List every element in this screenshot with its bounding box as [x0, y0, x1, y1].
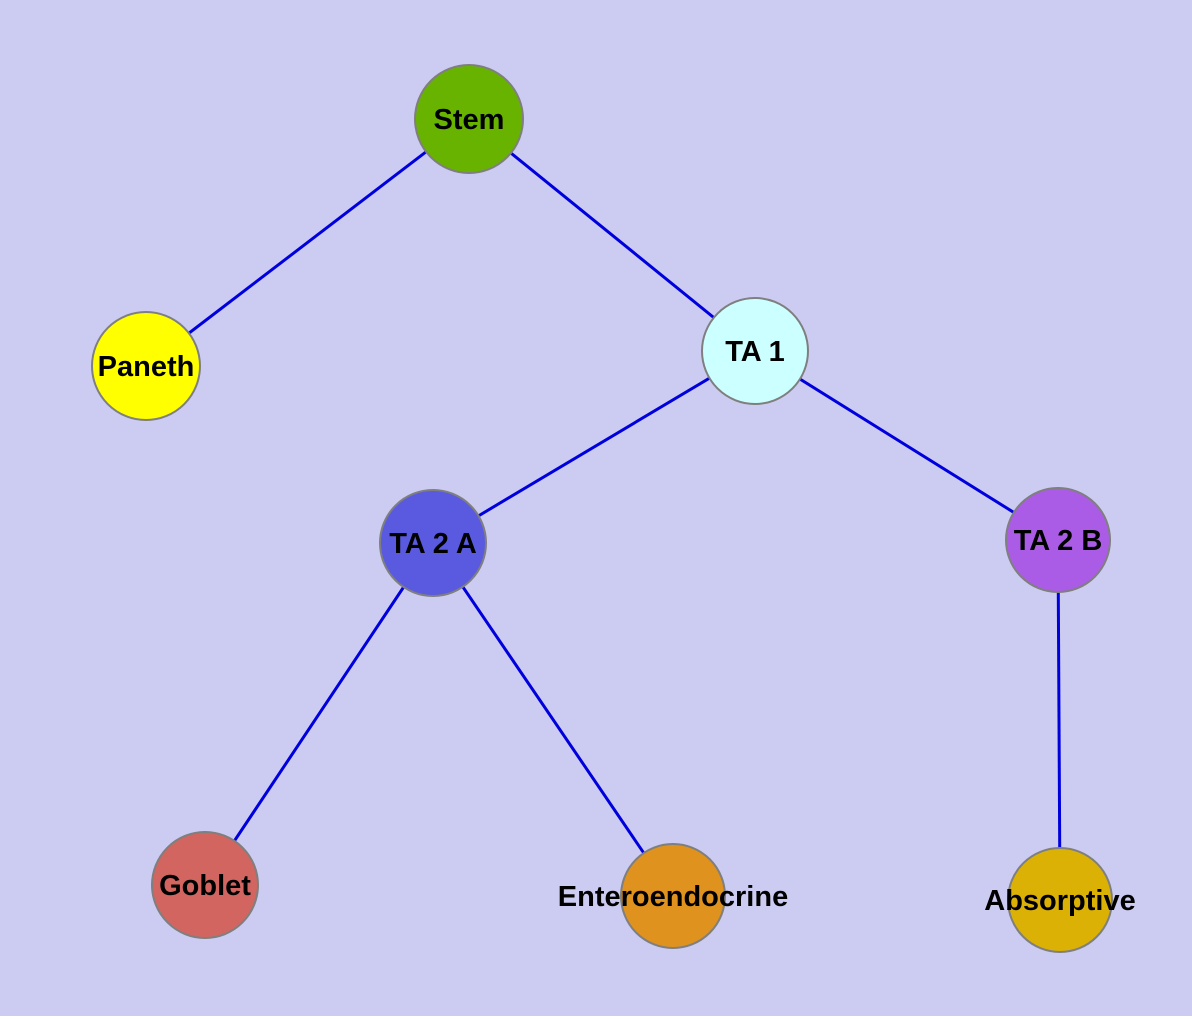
edge-ta-2-a-to-goblet [203, 542, 435, 886]
node-circle-paneth [91, 311, 201, 421]
node-ta-1: TA 1 [701, 297, 809, 405]
edge-ta-1-to-ta-2-b [754, 349, 1059, 542]
node-circle-ta-2-a [379, 489, 487, 597]
node-circle-ta-1 [701, 297, 809, 405]
node-stem: Stem [414, 64, 524, 174]
edge-stem-to-ta-1 [468, 117, 756, 353]
edge-ta-2-a-to-enteroendocrine [431, 542, 675, 897]
node-circle-absorptive [1007, 847, 1113, 953]
edge-stem-to-paneth [145, 117, 470, 368]
node-circle-goblet [151, 831, 259, 939]
node-ta-2-a: TA 2 A [379, 489, 487, 597]
node-circle-ta-2-b [1005, 487, 1111, 593]
edges-layer [145, 117, 1062, 901]
node-paneth: Paneth [91, 311, 201, 421]
node-circle-enteroendocrine [620, 843, 726, 949]
edge-ta-2-b-to-absorptive [1056, 539, 1062, 901]
node-goblet: Goblet [151, 831, 259, 939]
node-ta-2-b: TA 2 B [1005, 487, 1111, 593]
node-circle-stem [414, 64, 524, 174]
edge-ta-1-to-ta-2-a [432, 349, 756, 545]
